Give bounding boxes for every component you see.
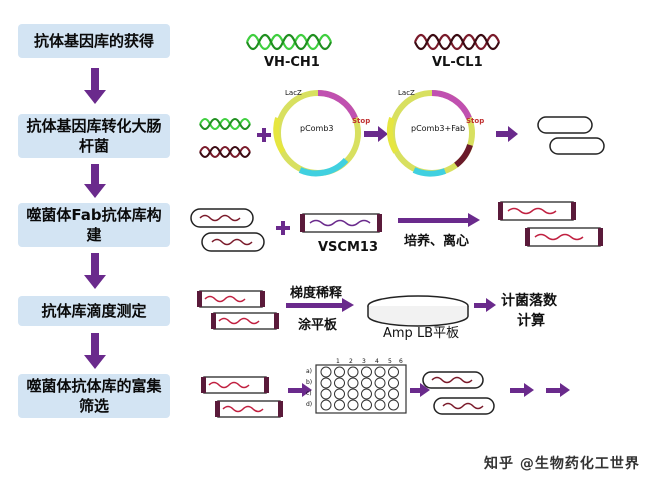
well-col-1: 1 bbox=[336, 358, 340, 365]
arrow-final-2 bbox=[546, 383, 570, 397]
well-col-3: 3 bbox=[362, 358, 366, 365]
step-box-3: 噬菌体Fab抗体库构建 bbox=[18, 203, 170, 247]
phage-particles-row3 bbox=[498, 201, 603, 247]
well bbox=[334, 377, 345, 389]
plus-sign-2 bbox=[276, 221, 290, 235]
step-box-4: 抗体库滴度测定 bbox=[18, 296, 170, 326]
arrow-final-1 bbox=[510, 383, 534, 397]
label-vscm13: VSCM13 bbox=[318, 240, 378, 255]
well bbox=[347, 399, 359, 411]
well bbox=[361, 388, 372, 400]
well bbox=[388, 377, 399, 389]
phage-particles-row5 bbox=[201, 376, 283, 418]
light-chain-helix-small bbox=[199, 146, 251, 158]
well bbox=[320, 388, 332, 400]
plasmid-pcomb3-fab bbox=[386, 90, 475, 177]
plus-sign-1 bbox=[257, 128, 271, 142]
label-amp-plate: Amp LB平板 bbox=[383, 326, 460, 341]
step-label-4: 抗体库滴度测定 bbox=[41, 302, 147, 320]
phage-particles-row4 bbox=[197, 290, 279, 330]
well-plate bbox=[315, 364, 407, 414]
step-label-2: 抗体基因库转化大肠杆菌 bbox=[26, 117, 162, 155]
well bbox=[388, 366, 399, 378]
heavy-chain-helix-small bbox=[199, 118, 251, 130]
label-count-2: 计算 bbox=[517, 313, 545, 329]
ecoli-cells-row2 bbox=[537, 116, 605, 155]
arrow-dilution bbox=[286, 298, 354, 312]
well bbox=[334, 399, 345, 411]
well bbox=[374, 366, 386, 378]
well bbox=[388, 399, 399, 411]
arrow-count bbox=[474, 298, 496, 312]
label-lacz-1: LacZ bbox=[285, 89, 302, 97]
arrow-right-plasmid bbox=[364, 126, 388, 142]
step-box-5: 噬菌体抗体库的富集筛选 bbox=[18, 374, 170, 418]
light-chain-helix bbox=[413, 33, 501, 51]
vertical-arrows bbox=[84, 68, 106, 369]
well bbox=[374, 377, 386, 389]
label-culture: 培养、离心 bbox=[404, 234, 470, 249]
well bbox=[374, 388, 386, 400]
down-arrow-3 bbox=[84, 253, 106, 289]
well bbox=[361, 399, 372, 411]
label-pcomb3: pComb3 bbox=[300, 124, 334, 133]
helper-phage bbox=[300, 213, 382, 233]
arrow-culture bbox=[398, 213, 480, 227]
well bbox=[320, 366, 332, 378]
label-pcomb3-fab: pComb3+Fab bbox=[411, 124, 466, 133]
well bbox=[361, 366, 372, 378]
watermark: 知乎 @生物药化工世界 bbox=[484, 456, 640, 472]
label-stop-2: Stop bbox=[466, 117, 485, 125]
well-col-6: 6 bbox=[399, 358, 403, 365]
step-label-5: 噬菌体抗体库的富集筛选 bbox=[26, 377, 162, 415]
well-row-c: c) bbox=[306, 390, 312, 397]
down-arrow-1 bbox=[84, 68, 106, 104]
label-plating: 涂平板 bbox=[298, 318, 338, 333]
step-box-2: 抗体基因库转化大肠杆菌 bbox=[18, 114, 170, 158]
plasmid-pcomb3 bbox=[273, 90, 361, 177]
well bbox=[320, 399, 332, 411]
label-dilution: 梯度稀释 bbox=[290, 286, 343, 301]
well bbox=[347, 366, 359, 378]
well bbox=[361, 377, 372, 389]
well bbox=[388, 388, 399, 400]
step-box-1: 抗体基因库的获得 bbox=[18, 24, 170, 58]
arrow-right-ecoli bbox=[496, 126, 518, 142]
arrow-to-ecoli bbox=[410, 383, 430, 397]
well bbox=[334, 388, 345, 400]
well-row-b: b) bbox=[306, 379, 313, 386]
step-label-3: 噬菌体Fab抗体库构建 bbox=[26, 206, 162, 244]
well bbox=[347, 377, 359, 389]
well-col-2: 2 bbox=[349, 358, 353, 365]
well bbox=[334, 366, 345, 378]
well bbox=[374, 399, 386, 411]
label-count-1: 计菌落数 bbox=[501, 293, 557, 309]
heavy-chain-helix bbox=[245, 33, 333, 51]
well-row-a: a) bbox=[306, 368, 313, 375]
label-lacz-2: LacZ bbox=[398, 89, 415, 97]
well-row-d: d) bbox=[306, 401, 313, 408]
well-col-5: 5 bbox=[388, 358, 392, 365]
down-arrow-2 bbox=[84, 164, 106, 198]
label-vl-cl1: VL-CL1 bbox=[432, 55, 483, 70]
ecoli-cells-row5 bbox=[422, 371, 495, 415]
well bbox=[320, 377, 332, 389]
well bbox=[347, 388, 359, 400]
step-label-1: 抗体基因库的获得 bbox=[33, 32, 154, 50]
well-col-4: 4 bbox=[375, 358, 379, 365]
label-vh-ch1: VH-CH1 bbox=[264, 55, 320, 70]
arrow-to-plate bbox=[288, 383, 312, 397]
ecoli-with-insert bbox=[190, 208, 265, 252]
label-stop-1: Stop bbox=[352, 117, 371, 125]
petri-plate bbox=[367, 295, 469, 327]
down-arrow-4 bbox=[84, 333, 106, 369]
